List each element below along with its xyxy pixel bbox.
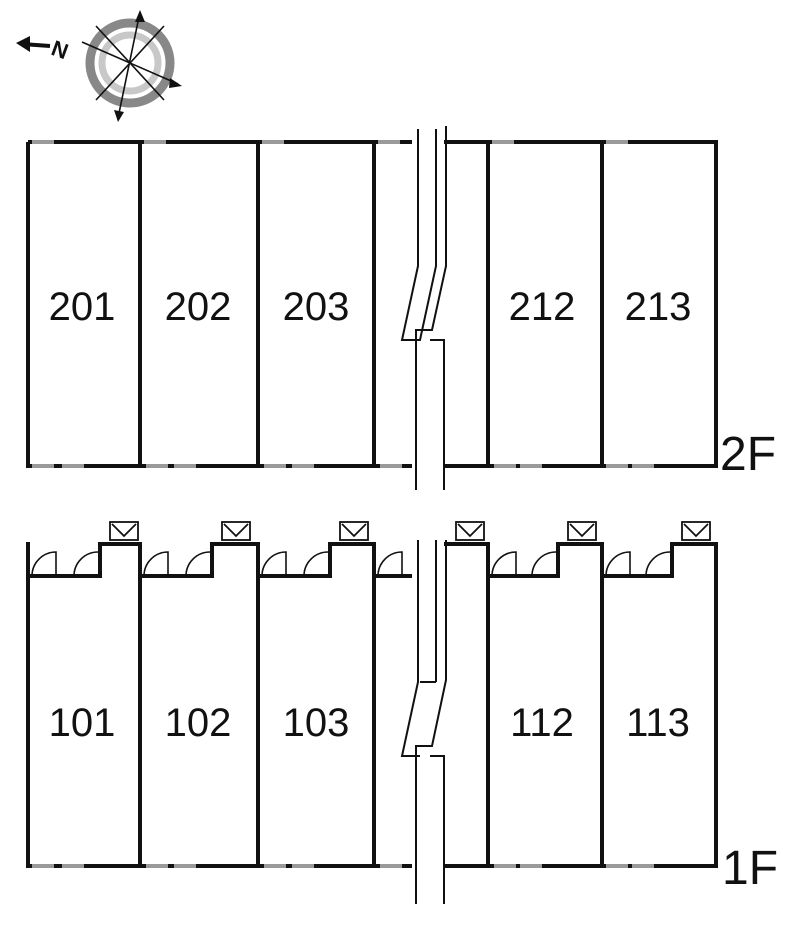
unit-103: 103 <box>283 701 350 745</box>
unit-213: 213 <box>625 285 692 329</box>
door-swings-1f <box>31 551 671 577</box>
break-line-2f <box>400 126 447 490</box>
break-line-1f <box>400 540 447 904</box>
unit-202: 202 <box>165 285 232 329</box>
unit-101: 101 <box>49 701 116 745</box>
unit-112: 112 <box>510 701 574 745</box>
floor-label-2f: 2F <box>720 428 776 481</box>
north-label: N <box>48 35 71 64</box>
floor-label-1f: 1F <box>722 842 778 895</box>
unit-113: 113 <box>626 701 690 745</box>
unit-102: 102 <box>165 701 232 745</box>
floor-1f <box>26 542 718 868</box>
window-marks-2f <box>32 140 654 468</box>
compass-rose-icon: N <box>16 10 182 122</box>
meter-symbols-1f <box>109 521 711 541</box>
unit-212: 212 <box>509 285 576 329</box>
window-marks-1f <box>32 864 654 868</box>
unit-201: 201 <box>49 285 116 329</box>
floor-2f <box>26 140 718 468</box>
north-arrow-icon <box>16 36 51 52</box>
unit-203: 203 <box>283 285 350 329</box>
